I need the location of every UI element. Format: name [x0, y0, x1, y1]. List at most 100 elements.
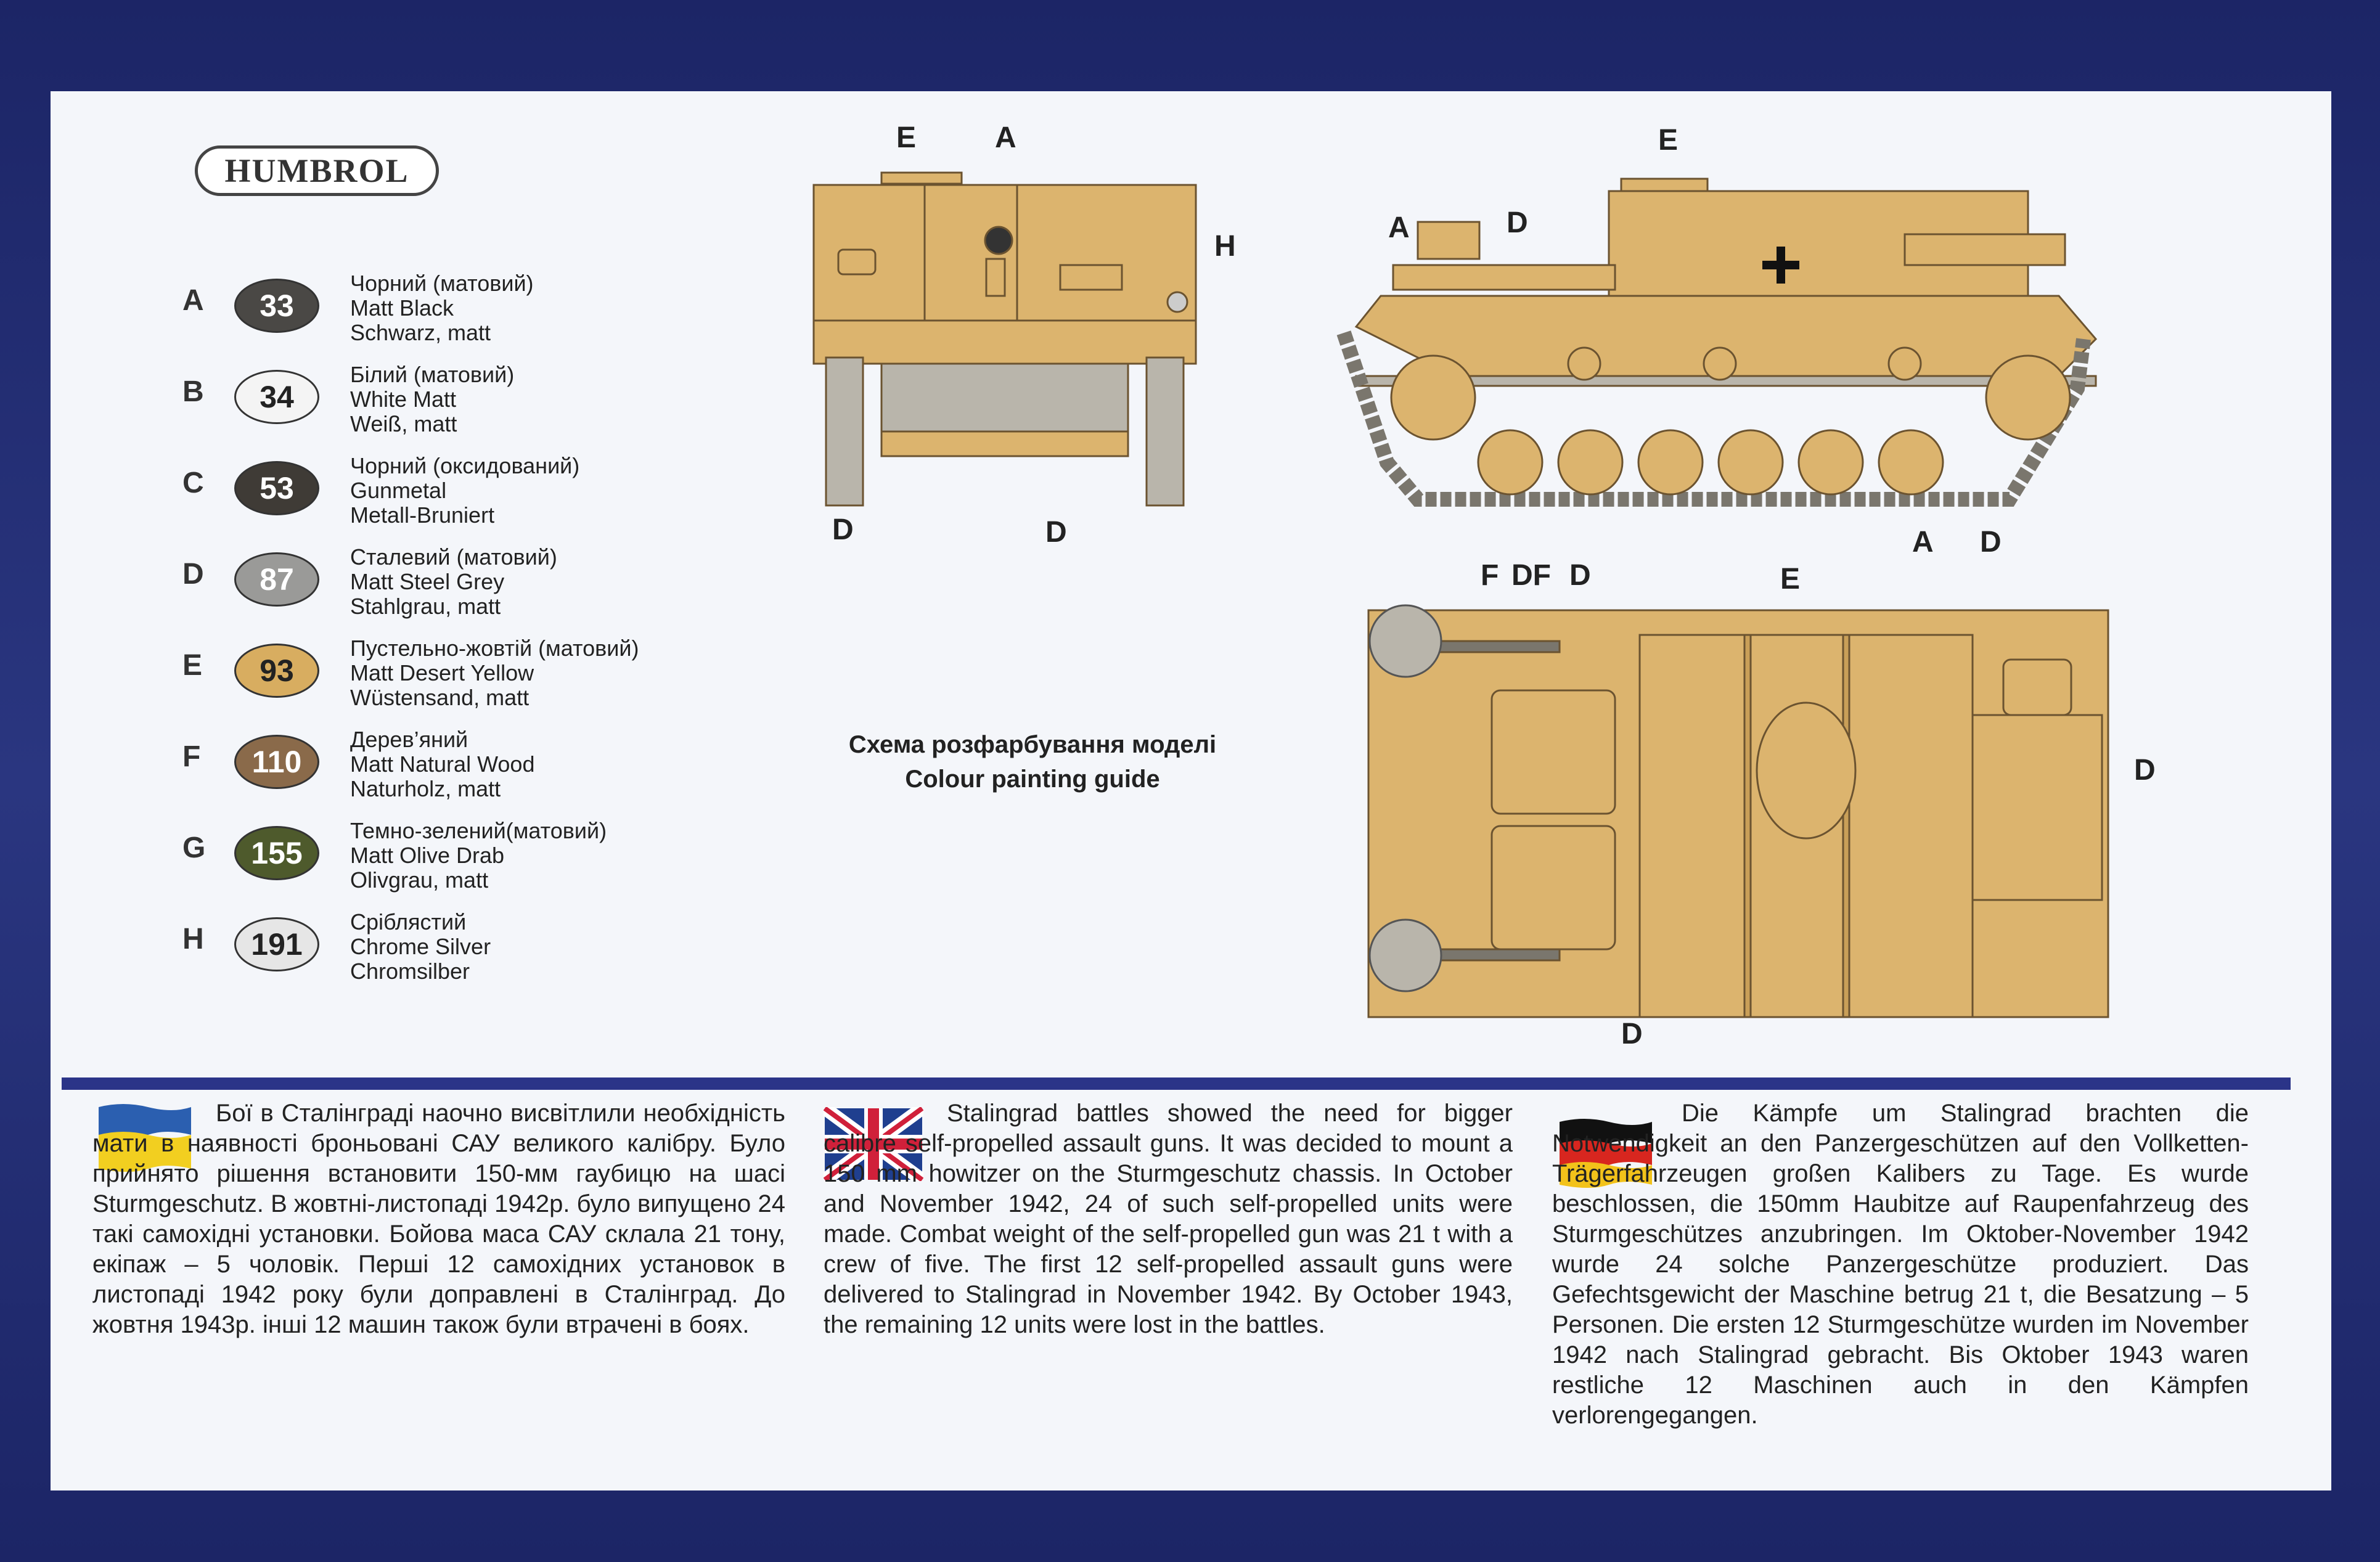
paint-names: Сталевий (матовий) Matt Steel Grey Stahl…	[350, 545, 557, 619]
balkenkreuz-icon	[1762, 247, 1799, 284]
callout-front-h: H	[1214, 230, 1236, 263]
legend-row-d: D 87 Сталевий (матовий) Matt Steel Grey …	[182, 540, 737, 631]
paint-swatch: 87	[234, 552, 319, 607]
brand-name: HUMBROL	[224, 152, 409, 189]
history-text-de: Die Kämpfe um Stalingrad brachten die No…	[1552, 1100, 2249, 1429]
side-view-track	[1336, 330, 2091, 507]
paint-names: Дерев’яний Matt Natural Wood Naturholz, …	[350, 727, 534, 801]
callout-side-a1: A	[1388, 211, 1410, 244]
uk-flag-icon	[824, 1107, 923, 1181]
side-view-hull	[1354, 178, 2098, 387]
text-column-de: Die Kämpfe um Stalingrad brachten die No…	[1552, 1098, 2249, 1444]
side-view-drawing	[1336, 178, 2098, 507]
paint-code: 93	[260, 653, 294, 688]
legend-row-b: B 34 Білий (матовий) White Matt Weiß, ma…	[182, 358, 737, 449]
section-divider	[62, 1077, 2291, 1090]
callout-side-a2: A	[1912, 526, 1934, 558]
paint-name-en: Matt Desert Yellow	[350, 660, 534, 685]
callout-side-d1: D	[1507, 206, 1528, 239]
guide-title-ua: Схема розфарбування моделі	[848, 731, 1217, 758]
callout-front-e: E	[896, 121, 917, 154]
paint-name-en: Matt Steel Grey	[350, 569, 505, 594]
paint-name-ua: Білий (матовий)	[350, 362, 515, 387]
humbrol-logo: HUMBROL	[195, 145, 439, 196]
callout-top-d3: D	[1621, 1018, 1643, 1050]
front-view-drawing	[812, 171, 1197, 507]
paint-name-de: Weiß, matt	[350, 411, 457, 436]
paint-names: Білий (матовий) White Matt Weiß, matt	[350, 362, 514, 436]
paint-name-de: Chromsilber	[350, 959, 470, 984]
top-view-drawing	[1367, 604, 2109, 1018]
paint-name-ua: Сталевий (матовий)	[350, 544, 557, 570]
ukraine-flag-icon	[99, 1104, 191, 1172]
paint-name-de: Naturholz, matt	[350, 776, 501, 801]
legend-letter: H	[182, 923, 204, 955]
callout-top-df: DF	[1511, 559, 1551, 592]
legend-letter: G	[182, 832, 206, 864]
legend-letter: B	[182, 375, 204, 408]
paint-swatch: 33	[234, 279, 319, 333]
paint-name-ua: Чорний (матовий)	[350, 271, 534, 296]
legend-row-h: H 191 Сріблястий Chrome Silver Chromsilb…	[182, 905, 737, 996]
callout-front-d2: D	[1045, 516, 1067, 549]
paint-code: 110	[251, 745, 302, 779]
callout-top-d1: D	[1569, 559, 1591, 592]
paint-name-de: Schwarz, matt	[350, 320, 491, 345]
paint-swatch: 155	[234, 826, 319, 880]
paint-name-en: Gunmetal	[350, 478, 447, 503]
legend-letter: D	[182, 558, 204, 591]
paint-name-de: Olivgrau, matt	[350, 867, 489, 893]
paint-name-ua: Дерев’яний	[350, 727, 468, 752]
paint-names: Чорний (оксидований) Gunmetal Metall-Bru…	[350, 454, 579, 528]
callout-side-e: E	[1658, 124, 1679, 157]
text-column-ua: Бої в Сталінграді наочно висвітлили необ…	[92, 1098, 785, 1444]
paint-name-en: Chrome Silver	[350, 934, 491, 959]
legend-row-g: G 155 Темно-зелений(матовий) Matt Olive …	[182, 814, 737, 905]
paint-name-en: Matt Black	[350, 295, 454, 321]
paint-code: 191	[251, 927, 303, 962]
paint-code: 155	[251, 836, 303, 870]
paint-swatch: 191	[234, 917, 319, 971]
paint-names: Сріблястий Chrome Silver Chromsilber	[350, 910, 491, 984]
top-view-wheels	[1368, 604, 1442, 992]
paint-code: 34	[260, 380, 294, 414]
guide-title-en: Colour painting guide	[905, 766, 1160, 793]
callout-top-d2: D	[2134, 754, 2156, 787]
paint-name-de: Metall-Bruniert	[350, 502, 495, 528]
history-text-ua: Бої в Сталінграді наочно висвітлили необ…	[92, 1100, 785, 1338]
legend-letter: A	[182, 284, 204, 317]
legend-row-f: F 110 Дерев’яний Matt Natural Wood Natur…	[182, 722, 737, 814]
paint-swatch: 53	[234, 461, 319, 515]
history-text-en: Stalingrad battles showed the need for b…	[824, 1100, 1513, 1338]
paint-name-de: Stahlgrau, matt	[350, 594, 501, 619]
legend-letter: C	[182, 467, 204, 499]
paint-code: 87	[260, 562, 294, 597]
front-view-hull	[812, 171, 1197, 507]
paint-name-en: White Matt	[350, 386, 457, 412]
callout-front-d1: D	[832, 513, 854, 546]
legend-row-e: E 93 Пустельно-жовтій (матовий) Matt Des…	[182, 631, 737, 722]
painting-guide-title: Схема розфарбування моделі Colour painti…	[789, 727, 1276, 796]
callout-side-d2: D	[1980, 526, 2002, 558]
germany-flag-icon	[1560, 1119, 1652, 1188]
paint-name-ua: Пустельно-жовтій (матовий)	[350, 636, 639, 661]
paint-name-de: Wüstensand, matt	[350, 685, 530, 710]
top-view-hull	[1367, 609, 2109, 1018]
paint-code: 53	[260, 471, 294, 505]
paint-name-ua: Чорний (оксидований)	[350, 453, 580, 478]
paint-swatch: 34	[234, 370, 319, 424]
paint-code: 33	[260, 288, 294, 323]
paint-name-en: Matt Natural Wood	[350, 751, 535, 777]
text-column-en: Stalingrad battles showed the need for b…	[824, 1098, 1513, 1444]
paint-name-en: Matt Olive Drab	[350, 843, 505, 868]
paint-swatch: 110	[234, 735, 319, 789]
legend-row-c: C 53 Чорний (оксидований) Gunmetal Metal…	[182, 449, 737, 540]
legend-letter: F	[182, 740, 201, 773]
legend-row-a: A 33 Чорний (матовий) Matt Black Schwarz…	[182, 266, 737, 358]
paint-name-ua: Сріблястий	[350, 909, 467, 934]
legend-letter: E	[182, 649, 203, 682]
paint-names: Темно-зелений(матовий) Matt Olive Drab O…	[350, 819, 607, 893]
paint-swatch: 93	[234, 644, 319, 698]
callout-front-a: A	[995, 121, 1016, 154]
callout-top-e: E	[1780, 563, 1801, 595]
